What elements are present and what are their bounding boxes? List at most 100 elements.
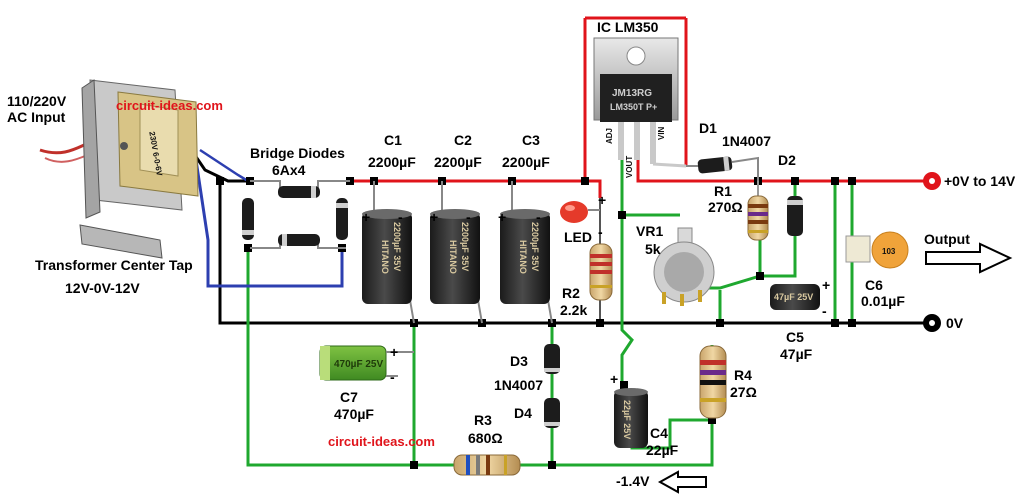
r4-value: 27Ω: [730, 384, 757, 400]
svg-text:HITANO: HITANO: [518, 240, 528, 274]
c1-plus: +: [362, 209, 370, 225]
diode-d3: [544, 344, 560, 374]
positive-rail: [350, 179, 602, 198]
c5-plus: +: [822, 277, 830, 293]
c4-name: C4: [650, 425, 668, 441]
svg-text:470µF 25V: 470µF 25V: [334, 359, 383, 370]
c1-name: C1: [384, 132, 402, 148]
r2-name: R2: [562, 285, 580, 301]
watermark-top: circuit-ideas.com: [116, 98, 223, 113]
r3-value: 680Ω: [468, 430, 503, 446]
resistor-r3: [453, 454, 521, 476]
vr1-name: VR1: [636, 223, 663, 239]
capacitor-c4: 22µF 25V: [614, 388, 648, 448]
ac-input-label-1: 110/220V: [7, 93, 67, 109]
diode-d2: [787, 196, 803, 236]
output-positive-label: +0V to 14V: [944, 173, 1016, 189]
c4-value: 22µF: [646, 442, 679, 458]
r3-name: R3: [474, 412, 492, 428]
negative-rail-label: -1.4V: [616, 473, 650, 489]
transformer-wire-b: [194, 159, 344, 288]
led-minus: -: [598, 224, 603, 240]
svg-text:2200µF 35V: 2200µF 35V: [530, 222, 540, 271]
svg-text:HITANO: HITANO: [448, 240, 458, 274]
c6-value: 0.01µF: [861, 293, 905, 309]
bridge-rectifier: [242, 180, 350, 249]
labels: 110/220V AC Input circuit-ideas.com Tran…: [7, 19, 1016, 489]
c4-plus: +: [610, 371, 618, 387]
ac-input-label-2: AC Input: [7, 109, 66, 125]
ic-marking-1: JM13RG: [612, 88, 652, 99]
svg-text:22µF 25V: 22µF 25V: [622, 400, 632, 439]
transformer-label-1: Transformer Center Tap: [35, 257, 193, 273]
diode-d1: [686, 156, 759, 181]
c5-value: 47µF: [780, 346, 813, 362]
svg-text:47µF 25V: 47µF 25V: [774, 292, 813, 302]
c3-value: 2200µF: [502, 154, 550, 170]
led-plus: +: [598, 192, 606, 208]
output-zero-label: 0V: [946, 315, 964, 331]
r2-value: 2.2k: [560, 302, 587, 318]
resistor-r2: [589, 243, 613, 301]
output-terminal-positive: [923, 172, 941, 190]
output-terminal-zero: [923, 314, 941, 332]
c2-value: 2200µF: [434, 154, 482, 170]
d2-name: D2: [778, 152, 796, 168]
output-arrow: [925, 242, 1013, 274]
r4-name: R4: [734, 367, 752, 383]
ground-rail: [218, 181, 930, 325]
c2-plus: +: [430, 209, 438, 225]
capacitor-c5: 47µF 25V: [770, 284, 820, 310]
vr1-value: 5k: [645, 241, 661, 257]
c2-name: C2: [454, 132, 472, 148]
ic-pin-vout: VOUT: [625, 156, 634, 178]
c6-name: C6: [865, 277, 883, 293]
wires: [39, 16, 930, 467]
d3-name: D3: [510, 353, 528, 369]
diode-d4: [544, 398, 560, 428]
resistor-r4: [699, 345, 727, 419]
led-label: LED: [564, 229, 592, 245]
ic-pin-adj: ADJ: [605, 128, 614, 144]
capacitor-c3: HITANO 2200µF 35V: [500, 181, 553, 324]
ic-pin-vin: VIN: [657, 126, 666, 140]
d1-value: 1N4007: [722, 133, 771, 149]
c3-name: C3: [522, 132, 540, 148]
transformer-label-2: 12V-0V-12V: [65, 280, 140, 296]
ic-lm350: JM13RG LM350T P+: [593, 37, 687, 168]
svg-text:HITANO: HITANO: [380, 240, 390, 274]
c7-name: C7: [340, 389, 358, 405]
capacitor-c2: HITANO 2200µF 35V: [430, 181, 483, 324]
c3-plus: +: [498, 209, 506, 225]
resistor-r1: [747, 181, 769, 241]
potentiometer-vr1: [653, 227, 715, 306]
transformer: 230V 6-0-6V: [79, 79, 199, 259]
d4-name: D4: [514, 405, 532, 421]
c7-plus: +: [390, 344, 398, 360]
capacitor-c1: HITANO 2200µF 35V: [362, 181, 415, 324]
svg-text:2200µF 35V: 2200µF 35V: [460, 222, 470, 271]
r1-name: R1: [714, 183, 732, 199]
svg-text:2200µF 35V: 2200µF 35V: [392, 222, 402, 271]
d3d4-value: 1N4007: [494, 377, 543, 393]
bridge-diode-bottom: [278, 234, 320, 246]
capacitor-c6: 103: [845, 231, 909, 269]
negative-rail-arrow: [657, 470, 707, 494]
watermark-bottom: circuit-ideas.com: [328, 434, 435, 449]
c5-name: C5: [786, 329, 804, 345]
c2-minus: -: [466, 209, 471, 225]
c3-minus: -: [536, 209, 541, 225]
bridge-label-1: Bridge Diodes: [250, 145, 345, 161]
svg-text:103: 103: [882, 247, 896, 256]
d1-name: D1: [699, 120, 717, 136]
c7-value: 470µF: [334, 406, 374, 422]
ic-marking-2: LM350T P+: [610, 102, 657, 112]
c7-minus: -: [390, 369, 395, 385]
bridge-diode-right: [336, 198, 348, 240]
bridge-diode-top: [278, 186, 320, 198]
ic-title: IC LM350: [597, 19, 659, 35]
c1-minus: -: [398, 209, 403, 225]
r1-value: 270Ω: [708, 199, 743, 215]
output-label: Output: [924, 231, 970, 247]
